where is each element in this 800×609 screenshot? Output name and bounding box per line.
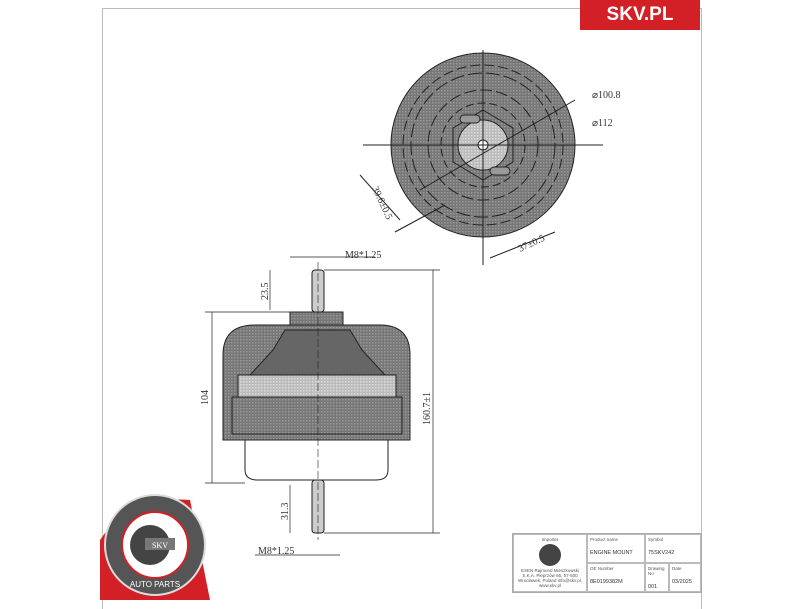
dim-thread-bottom: M8*1.25 bbox=[258, 546, 294, 557]
oe-cell: OE Number 8E0199382M bbox=[587, 563, 645, 592]
title-block: Importer ESEN Rajmund Mieszkowski S.K.A.… bbox=[512, 533, 702, 593]
drawing-frame bbox=[102, 8, 702, 609]
symbol-value: 75SKV242 bbox=[648, 550, 675, 556]
symbol-label: Symbol bbox=[648, 537, 664, 542]
skv-logo: SKV AUTO PARTS bbox=[100, 494, 210, 600]
symbol-cell: Symbol 75SKV242 bbox=[645, 534, 701, 563]
dim-39-6: 39.6±0.5 bbox=[369, 185, 394, 222]
dim-stud-top: 23.5 bbox=[260, 283, 271, 301]
importer-logo bbox=[539, 544, 561, 566]
dim-body-height: 104 bbox=[200, 390, 211, 405]
importer-text: ESEN Rajmund Mieszkowski S.K.A. Pieprzów… bbox=[518, 568, 582, 588]
dim-total-height: 160.7±1 bbox=[422, 392, 433, 425]
oe-label: OE Number bbox=[590, 566, 614, 571]
brand-badge[interactable]: SKV.PL bbox=[580, 0, 700, 30]
date-cell: Date 03/2025 bbox=[669, 563, 701, 592]
oe-value: 8E0199382M bbox=[590, 579, 623, 585]
dim-diameter-100: ⌀100.8 bbox=[592, 90, 621, 101]
importer-cell: Importer ESEN Rajmund Mieszkowski S.K.A.… bbox=[513, 534, 587, 592]
dim-diameter-112: ⌀112 bbox=[592, 118, 613, 129]
product-label: Product name bbox=[590, 537, 619, 542]
drawing-cell: Drawing No 001 bbox=[645, 563, 669, 592]
drawing-value: 001 bbox=[648, 584, 658, 590]
logo-bottom-text: AUTO PARTS bbox=[130, 580, 180, 589]
dim-stud-bottom: 31.3 bbox=[280, 503, 291, 521]
product-value: ENGINE MOUNT bbox=[590, 550, 633, 556]
logo-center-text: SKV bbox=[152, 541, 168, 550]
side-view bbox=[205, 256, 440, 556]
dim-thread-top: M8*1.25 bbox=[345, 250, 381, 261]
importer-label: Importer bbox=[541, 537, 559, 542]
dim-37: 37±0.5 bbox=[517, 233, 547, 255]
date-value: 03/2025 bbox=[672, 579, 692, 585]
top-view bbox=[359, 50, 603, 265]
drawing-label: Drawing No bbox=[648, 566, 665, 576]
date-label: Date bbox=[672, 566, 682, 571]
